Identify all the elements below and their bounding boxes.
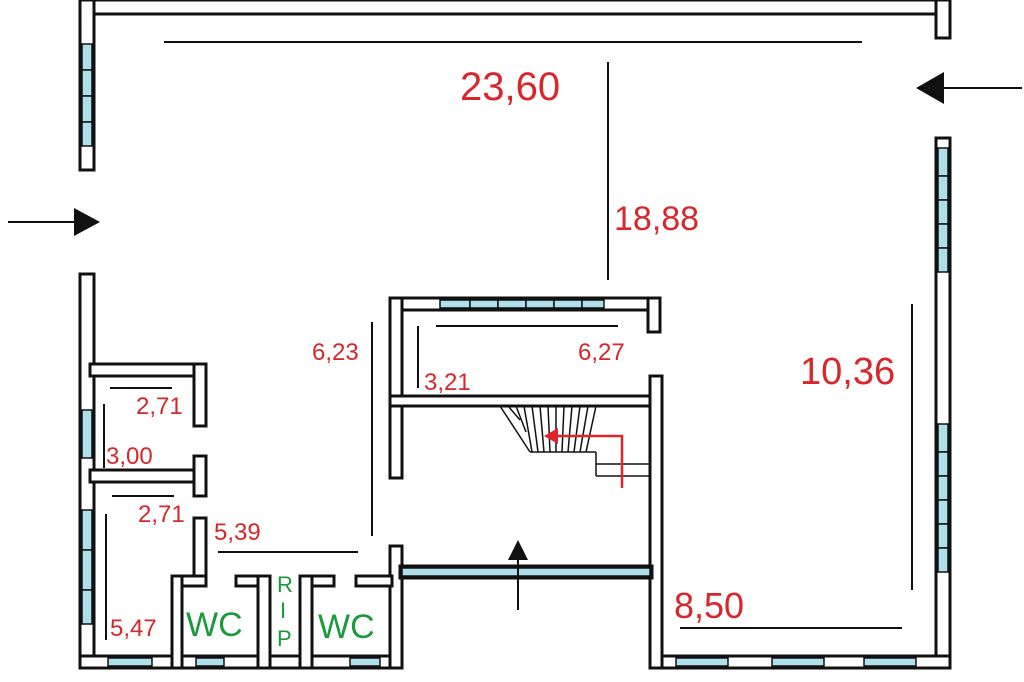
window bbox=[937, 475, 949, 501]
window bbox=[107, 657, 153, 667]
hall-depth-label: 18,88 bbox=[614, 200, 699, 238]
upper-room-divider bbox=[388, 394, 662, 408]
window bbox=[937, 147, 949, 177]
arrow-left-icon bbox=[916, 72, 1022, 104]
small-room2-height-label: 5,47 bbox=[110, 615, 157, 642]
window bbox=[937, 247, 949, 273]
arrow-left-icon bbox=[544, 428, 624, 488]
window bbox=[81, 509, 93, 551]
staircase bbox=[499, 405, 650, 477]
window bbox=[525, 299, 555, 309]
small-room2-right-wall bbox=[192, 516, 208, 582]
window bbox=[401, 567, 651, 577]
window bbox=[469, 299, 499, 309]
rip-letter-i: I bbox=[280, 598, 286, 623]
wc-left-label: WC bbox=[186, 606, 243, 644]
small-room2-width-label: 2,71 bbox=[138, 501, 185, 528]
small-room1-right-lower bbox=[192, 454, 208, 498]
window bbox=[81, 121, 93, 147]
right-depth-label: 10,36 bbox=[800, 351, 895, 393]
wc-divider-2-vert bbox=[298, 574, 314, 670]
dimension-lines bbox=[103, 41, 913, 640]
window bbox=[81, 43, 93, 71]
corridor-left-wall bbox=[388, 296, 404, 480]
arrow-up-icon bbox=[508, 540, 528, 610]
upper-room-width-label: 6,27 bbox=[578, 339, 625, 366]
upper-room-right-stub bbox=[646, 296, 662, 334]
hall-width-label: 23,60 bbox=[460, 65, 560, 109]
window bbox=[937, 451, 949, 477]
window bbox=[675, 657, 729, 667]
inner-walls bbox=[88, 296, 664, 670]
window bbox=[937, 423, 949, 453]
small-room1-top-wall bbox=[88, 362, 208, 378]
upper-room-height-label: 3,21 bbox=[424, 369, 471, 396]
windows bbox=[81, 43, 949, 667]
window bbox=[937, 199, 949, 225]
window bbox=[81, 409, 93, 459]
wc-divider-1-vert bbox=[256, 574, 272, 670]
window bbox=[937, 175, 949, 201]
window bbox=[195, 657, 225, 667]
top-wall bbox=[78, 0, 952, 16]
bottom-right-width-label: 8,50 bbox=[674, 585, 744, 626]
window bbox=[937, 523, 949, 549]
window bbox=[349, 657, 381, 667]
window bbox=[439, 299, 471, 309]
window bbox=[81, 69, 93, 97]
corridor-height-label: 6,23 bbox=[312, 339, 359, 366]
wc-block-top-right bbox=[354, 574, 394, 588]
window bbox=[553, 299, 583, 309]
small-room1-width-label: 2,71 bbox=[136, 393, 183, 420]
wc-right-label: WC bbox=[318, 608, 375, 646]
small-room1-right-wall bbox=[192, 362, 208, 428]
wc-block-left-wall bbox=[170, 574, 184, 670]
window bbox=[81, 549, 93, 591]
window bbox=[937, 223, 949, 249]
window bbox=[937, 547, 949, 573]
window bbox=[81, 589, 93, 625]
rip-letter-r: R bbox=[277, 572, 293, 597]
window bbox=[497, 299, 527, 309]
window bbox=[81, 95, 93, 123]
rip-letter-p: P bbox=[277, 626, 292, 651]
stair-room-right-wall bbox=[648, 374, 664, 670]
small-room1-bottom-wall bbox=[88, 468, 208, 484]
window bbox=[863, 657, 917, 667]
small-room1-height-label: 3,00 bbox=[106, 443, 153, 470]
window bbox=[937, 499, 949, 525]
arrow-right-icon bbox=[8, 208, 100, 236]
wc-block-width-label: 5,39 bbox=[214, 519, 261, 546]
window bbox=[771, 657, 825, 667]
top-right-wall-stub bbox=[934, 0, 952, 40]
window bbox=[581, 299, 605, 309]
corridor-bottom-post bbox=[388, 544, 404, 670]
